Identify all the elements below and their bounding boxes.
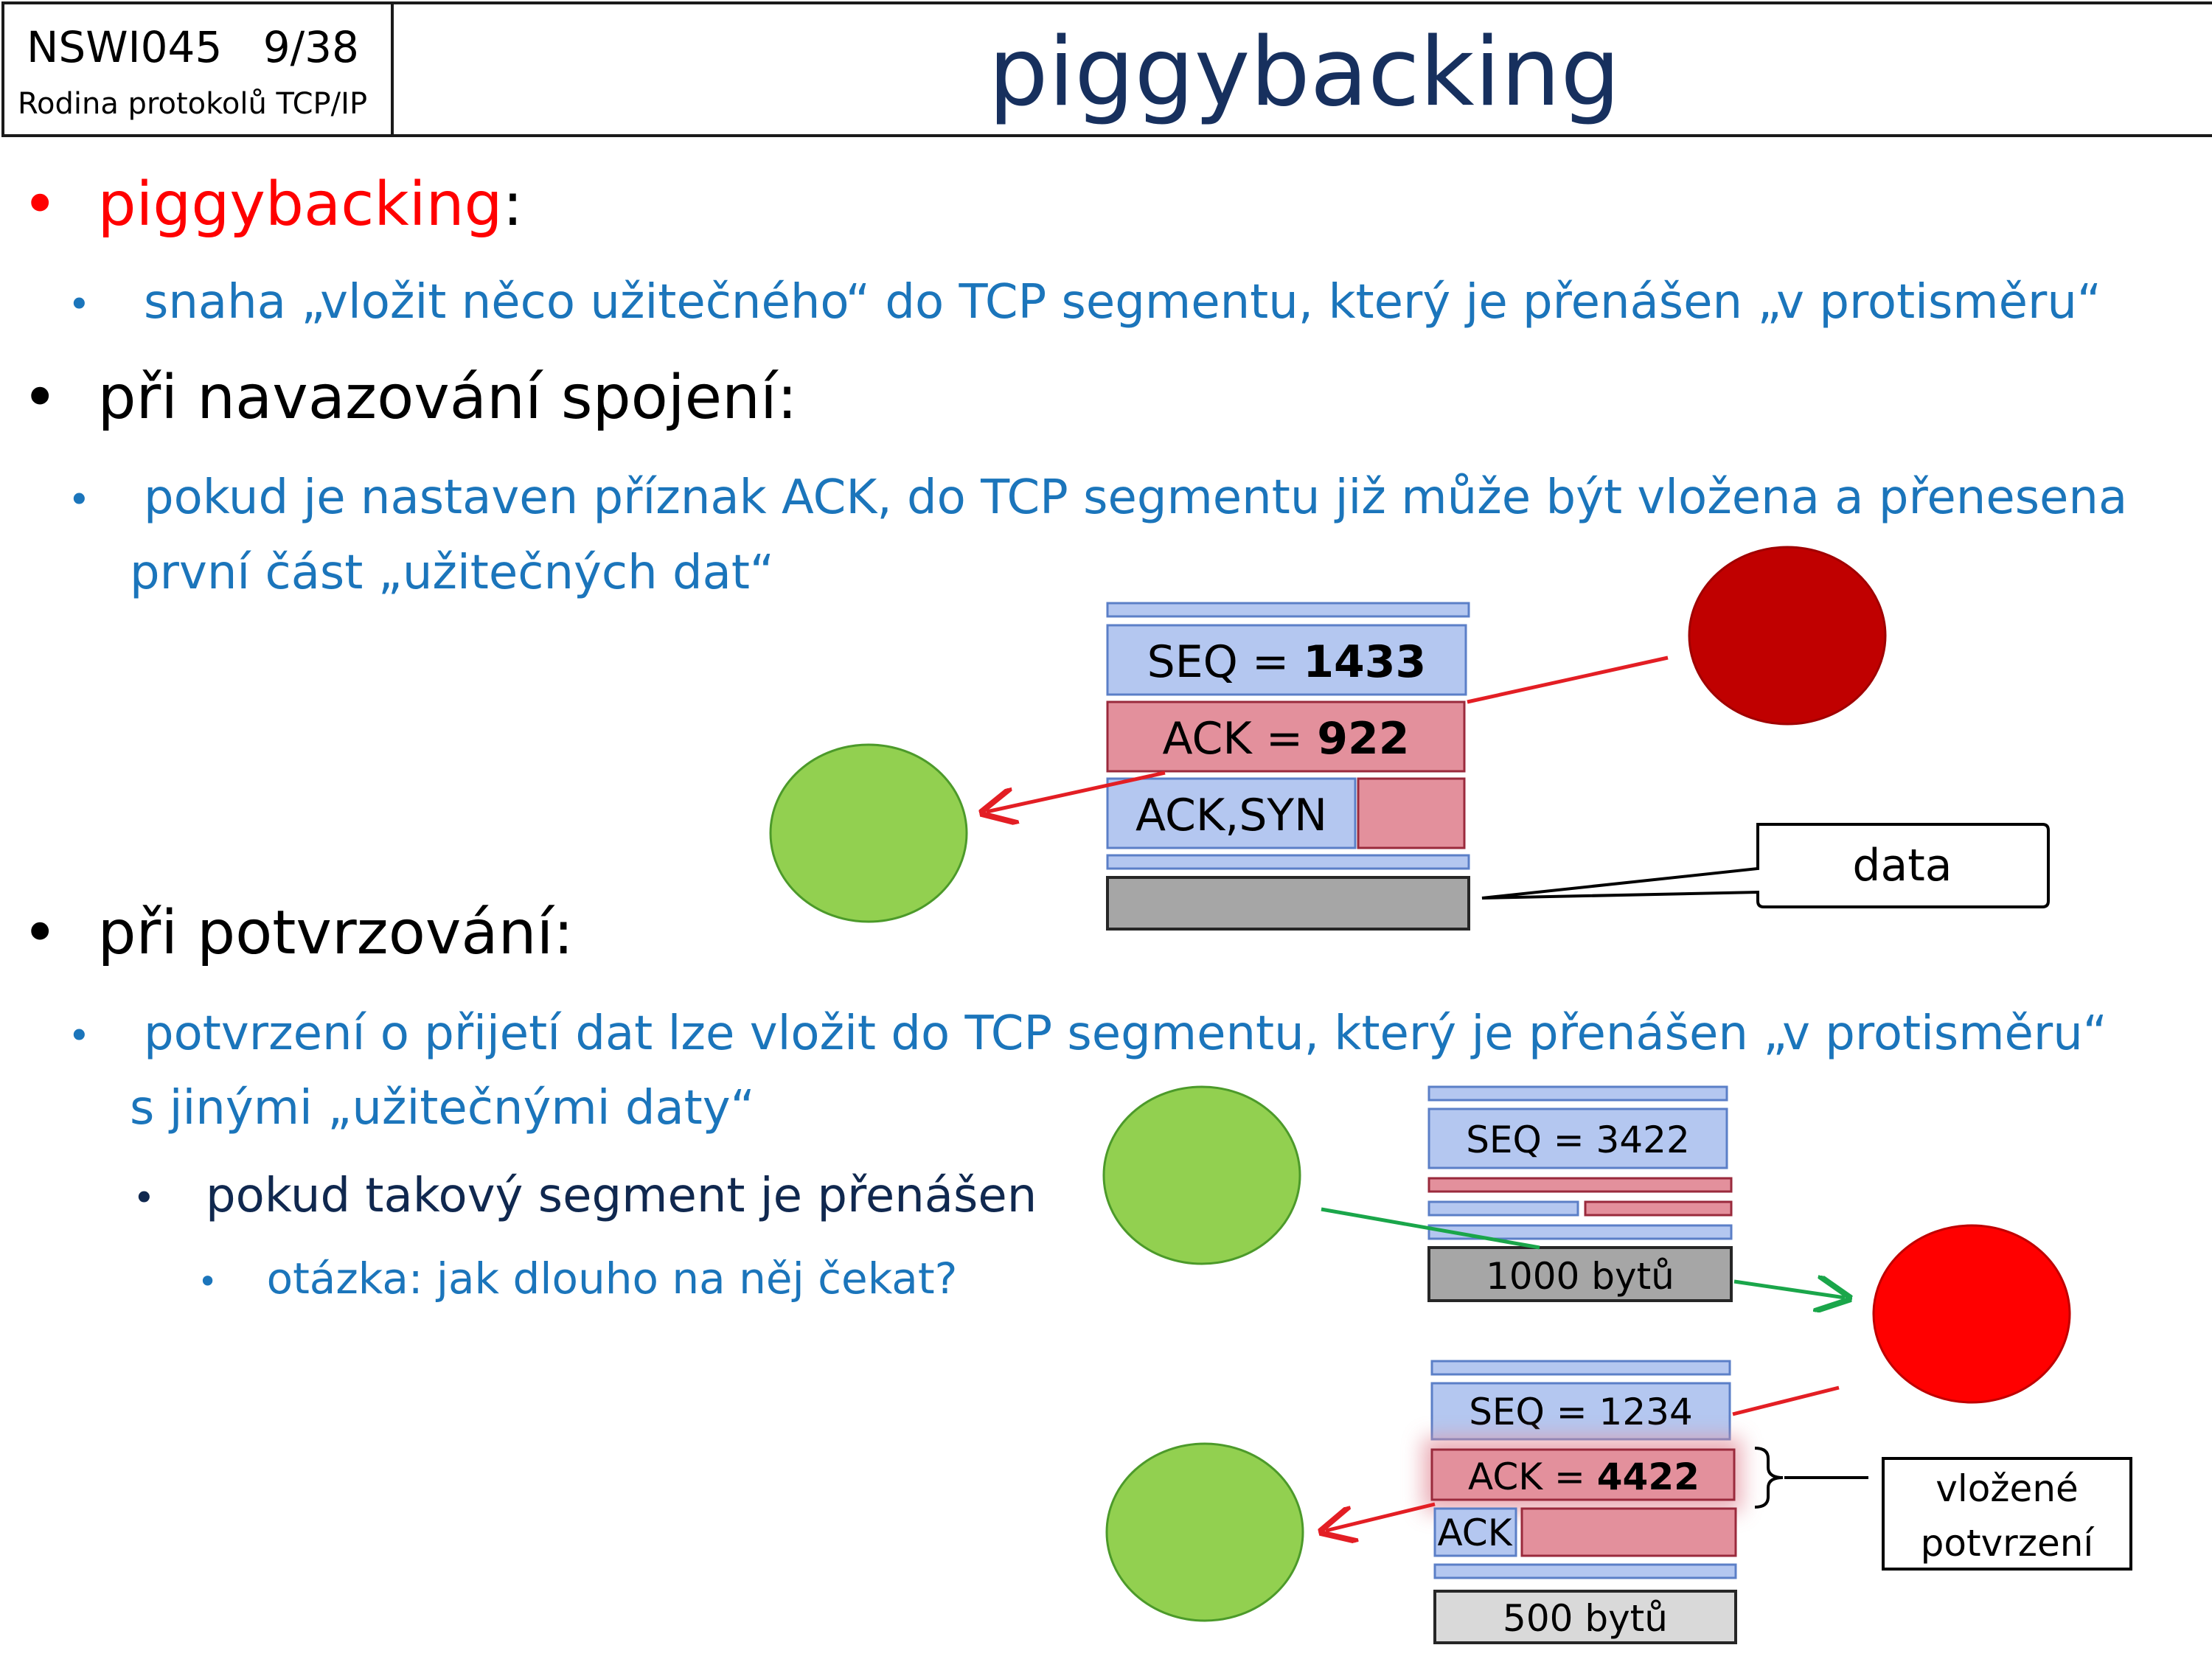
sub-bullet-potvrzeni-line2: s jinými „užitečnými daty“ bbox=[130, 1081, 755, 1135]
seq-label: SEQ = bbox=[1147, 636, 1304, 688]
receiver-node-red bbox=[1872, 1224, 2071, 1404]
bullet-dot: • bbox=[22, 898, 58, 968]
data-callout-text: data bbox=[1852, 840, 1952, 891]
arrow-to-receiver bbox=[1733, 1281, 1845, 1298]
sub2-bullet-segment: • pokud takový segment je přenášen bbox=[133, 1169, 1037, 1223]
header-strip bbox=[1430, 1360, 1731, 1376]
bullet-dot: • bbox=[133, 1176, 156, 1221]
header-strip bbox=[1106, 602, 1470, 618]
title-box: piggybacking bbox=[391, 1, 2212, 137]
embedded-ack-callout-line1: vložené bbox=[1935, 1467, 2079, 1510]
course-code-line: NSWI045 9/38 bbox=[27, 22, 359, 72]
sub3-bullet-text: otázka: jak dlouho na něj čekat? bbox=[266, 1253, 958, 1304]
ack-label: ACK = bbox=[1468, 1455, 1597, 1498]
seq-field bbox=[1427, 1107, 1728, 1169]
sub-bullet-text: snaha „vložit něco užitečného“ do TCP se… bbox=[144, 275, 2102, 330]
seq-value: 1433 bbox=[1303, 636, 1426, 688]
ack-field-text: ACK = 922 bbox=[1163, 713, 1410, 765]
flags-field bbox=[1433, 1507, 1517, 1557]
ack-field bbox=[1430, 1448, 1736, 1501]
sub-bullet-text: pokud je nastaven příznak ACK, do TCP se… bbox=[144, 470, 2128, 525]
arrow-to-receiver bbox=[987, 771, 1166, 812]
bullet-dot: • bbox=[22, 363, 58, 433]
seq-field bbox=[1106, 624, 1467, 696]
page-title: piggybacking bbox=[988, 18, 1621, 128]
flags-strip bbox=[1427, 1200, 1579, 1217]
term-colon: : bbox=[502, 170, 524, 240]
bullet-dot: • bbox=[68, 1014, 91, 1059]
sub-bullet-snaha: • snaha „vložit něco užitečného“ do TCP … bbox=[68, 275, 2101, 330]
course-name: Rodina protokolů TCP/IP bbox=[18, 87, 368, 121]
sub2-bullet-text: pokud takový segment je přenášen bbox=[206, 1169, 1037, 1223]
slide-header: NSWI045 9/38 Rodina protokolů TCP/IP pig… bbox=[0, 0, 2212, 140]
connection-setup-diagram: SEQ = 1433 ACK = 922 ACK,SYN data bbox=[769, 546, 2050, 931]
bullet-dot: • bbox=[198, 1261, 218, 1301]
data-block-text: 1000 bytů bbox=[1486, 1255, 1674, 1298]
ack-field bbox=[1106, 700, 1466, 773]
data-callout bbox=[1481, 823, 2050, 908]
bullet-text: při potvrzování: bbox=[97, 898, 574, 968]
data-transfer-diagram: SEQ = 3422 1000 bytů bbox=[1102, 1085, 2071, 1404]
bullet-dot: • bbox=[68, 478, 91, 523]
arrow-to-receiver bbox=[1326, 1502, 1436, 1531]
course-info-box: NSWI045 9/38 Rodina protokolů TCP/IP bbox=[1, 1, 392, 137]
sub-bullet-ack-flag: • pokud je nastaven příznak ACK, do TCP … bbox=[68, 470, 2127, 525]
seq-field-text: SEQ = 1433 bbox=[1147, 636, 1427, 688]
bullet-navazovani: • při navazování spojení: bbox=[22, 363, 797, 433]
arrow-segment-in bbox=[1467, 655, 1669, 704]
ack-value: 922 bbox=[1317, 713, 1409, 765]
flags-text: ACK bbox=[1437, 1512, 1512, 1554]
receiver-node-green bbox=[769, 743, 968, 923]
ack-field-text: ACK = 4422 bbox=[1468, 1455, 1700, 1498]
bullet-piggybacking: • piggybacking: bbox=[22, 170, 523, 240]
flags-red-field bbox=[1357, 777, 1466, 849]
data-block bbox=[1427, 1246, 1733, 1302]
flags-red-field bbox=[1520, 1507, 1737, 1557]
options-strip bbox=[1427, 1224, 1733, 1240]
brace bbox=[1754, 1447, 1784, 1509]
bullet-dot: • bbox=[68, 282, 91, 327]
seq-field bbox=[1430, 1382, 1731, 1441]
arrow-segment-in bbox=[1321, 1207, 1540, 1250]
seq-field-text: SEQ = 3422 bbox=[1466, 1119, 1690, 1161]
flags-text: ACK,SYN bbox=[1135, 790, 1327, 841]
bullet-potvrzovani: • při potvrzování: bbox=[22, 898, 574, 968]
course-code: NSWI045 bbox=[27, 22, 223, 72]
seq-field-text: SEQ = 1234 bbox=[1469, 1391, 1693, 1433]
page-number: 9/38 bbox=[262, 22, 359, 72]
data-block-text: 500 bytů bbox=[1503, 1597, 1668, 1640]
arrow-segment-in bbox=[1732, 1385, 1840, 1416]
data-block bbox=[1106, 876, 1470, 931]
bullet-dot: • bbox=[22, 170, 58, 240]
sub-bullet-potvrzeni: • potvrzení o přijetí dat lze vložit do … bbox=[68, 1006, 2107, 1061]
ack-value: 4422 bbox=[1597, 1455, 1700, 1498]
ack-label: ACK = bbox=[1163, 713, 1318, 765]
ack-strip bbox=[1427, 1177, 1733, 1193]
term-piggybacking: piggybacking bbox=[97, 170, 503, 240]
header-strip bbox=[1427, 1085, 1728, 1102]
flags-field bbox=[1106, 777, 1357, 849]
options-strip bbox=[1106, 854, 1470, 870]
sub-bullet-text: potvrzení o přijetí dat lze vložit do TC… bbox=[144, 1006, 2107, 1061]
sender-node-green bbox=[1102, 1085, 1301, 1265]
receiver-node-green bbox=[1105, 1442, 1304, 1622]
embedded-ack-callout bbox=[1882, 1457, 2132, 1571]
bullet-text: při navazování spojení: bbox=[97, 363, 798, 433]
sender-node-dark-red bbox=[1688, 546, 1887, 726]
sub3-bullet-otazka: • otázka: jak dlouho na něj čekat? bbox=[198, 1253, 957, 1304]
data-block bbox=[1433, 1590, 1737, 1644]
options-strip bbox=[1433, 1563, 1737, 1579]
ack-piggyback-diagram: SEQ = 1234 ACK = 4422 ACK 500 bytů vlože… bbox=[1105, 1360, 2132, 1644]
embedded-ack-callout-line2: potvrzení bbox=[1921, 1522, 2096, 1565]
flags-red-strip bbox=[1584, 1200, 1733, 1217]
sub-bullet-ack-flag-line2: první část „užitečných dat“ bbox=[130, 546, 775, 600]
